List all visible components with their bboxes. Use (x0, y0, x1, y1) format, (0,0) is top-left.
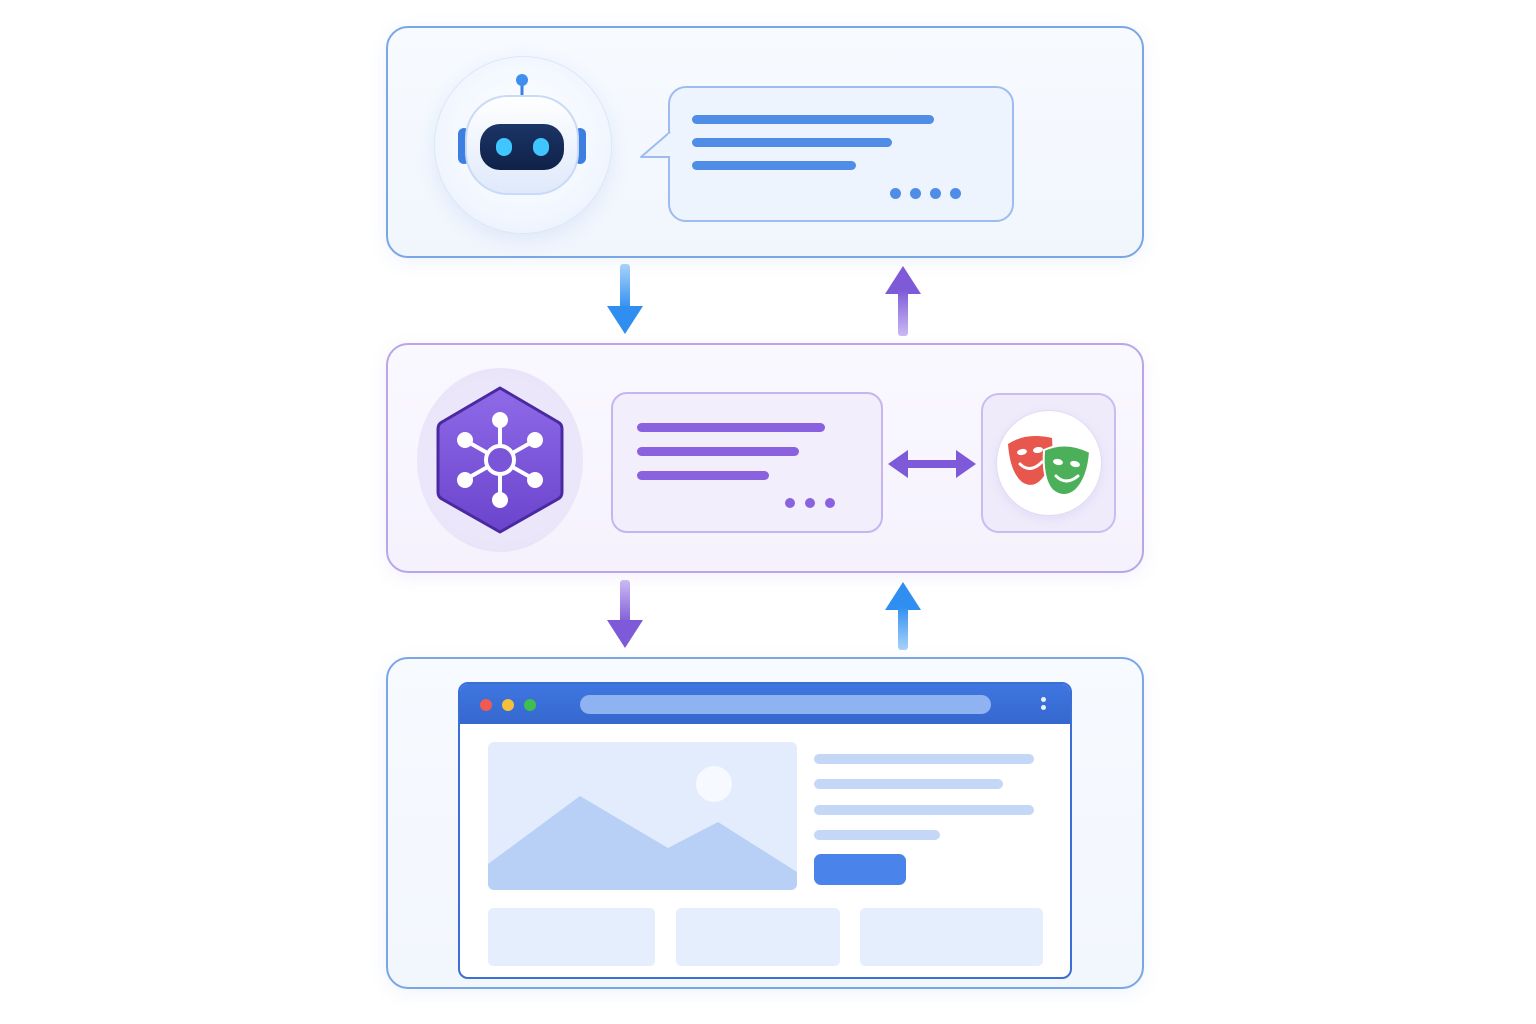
arrow-up-to-agent (885, 266, 921, 336)
text-line (814, 754, 1034, 764)
maximize-dot (524, 699, 536, 711)
cta-button (814, 854, 906, 885)
kebab-menu-icon (1041, 697, 1046, 702)
message-line (637, 447, 799, 456)
browser-window-icon (458, 682, 1072, 979)
agent-message-bubble (668, 86, 1014, 222)
arrow-down-to-browser (607, 580, 643, 648)
text-line (814, 779, 1003, 789)
message-line (637, 471, 769, 480)
text-line (814, 805, 1034, 815)
landscape-icon (488, 766, 797, 890)
image-placeholder (488, 742, 797, 890)
typing-dot (910, 188, 921, 199)
bubble-tail (640, 131, 672, 158)
browser-title-bar (460, 684, 1070, 724)
minimize-dot (502, 699, 514, 711)
message-line (637, 423, 825, 432)
bidirectional-arrow (888, 450, 976, 478)
typing-dot (930, 188, 941, 199)
kebab-menu-icon (1041, 705, 1046, 710)
typing-dot (805, 498, 815, 508)
message-line (692, 161, 856, 170)
typing-dot (890, 188, 901, 199)
content-card (488, 908, 655, 966)
message-line (692, 115, 934, 124)
theater-masks-icon (1008, 436, 1092, 496)
robot-icon (458, 74, 586, 195)
text-line (814, 830, 940, 840)
arrow-down-to-mcp (607, 264, 643, 334)
mcp-message-bubble (611, 392, 883, 533)
arrow-up-to-mcp (885, 582, 921, 650)
close-dot (480, 699, 492, 711)
content-card (860, 908, 1043, 966)
typing-dot (785, 498, 795, 508)
network-hub-icon (436, 386, 564, 534)
typing-dot (825, 498, 835, 508)
content-card (676, 908, 840, 966)
address-bar (580, 695, 991, 714)
message-line (692, 138, 892, 147)
typing-dot (950, 188, 961, 199)
